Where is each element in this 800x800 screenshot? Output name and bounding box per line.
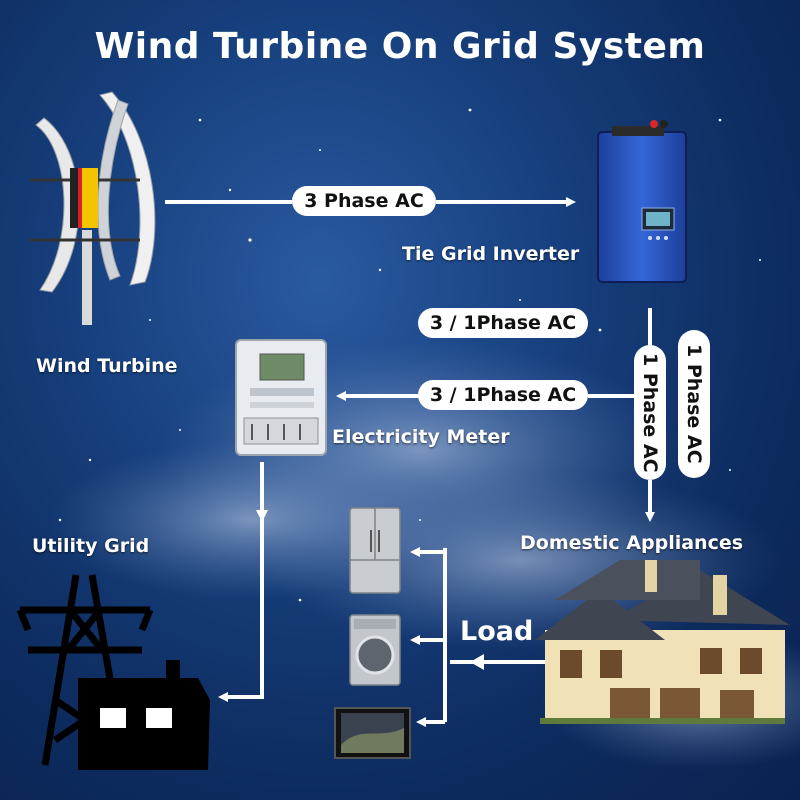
stars [58, 108, 761, 602]
page-title: Wind Turbine On Grid System [94, 26, 706, 67]
electricity-meter-icon [235, 339, 327, 456]
wind-turbine-icon [30, 91, 156, 325]
arrow-meter-to-grid [218, 462, 264, 702]
television-icon [334, 707, 411, 759]
flow-arrows [165, 197, 655, 727]
label-wind-turbine: Wind Turbine [36, 355, 178, 377]
washing-machine-icon [349, 614, 401, 686]
inverter-icon [597, 120, 687, 283]
label-meter: Electricity Meter [332, 426, 510, 448]
flow-label-inverter-output: 3 / 1Phase AC [418, 308, 588, 338]
label-utility-grid: Utility Grid [32, 535, 150, 557]
meter-down-chevron [256, 510, 268, 522]
grid-building-icon [78, 660, 210, 770]
flow-label-3-phase: 3 Phase AC [292, 186, 436, 216]
label-appliances: Domestic Appliances [520, 532, 744, 554]
refrigerator-icon [349, 507, 401, 594]
label-load: Load [460, 616, 534, 647]
house-icon [535, 560, 790, 724]
label-inverter: Tie Grid Inverter [402, 243, 580, 265]
flow-label-to-meter: 3 / 1Phase AC [418, 380, 588, 410]
flow-label-1-phase-a: 1 Phase AC [634, 345, 666, 480]
flow-label-1-phase-b: 1 Phase AC [678, 330, 710, 478]
load-arrowhead [470, 654, 484, 670]
